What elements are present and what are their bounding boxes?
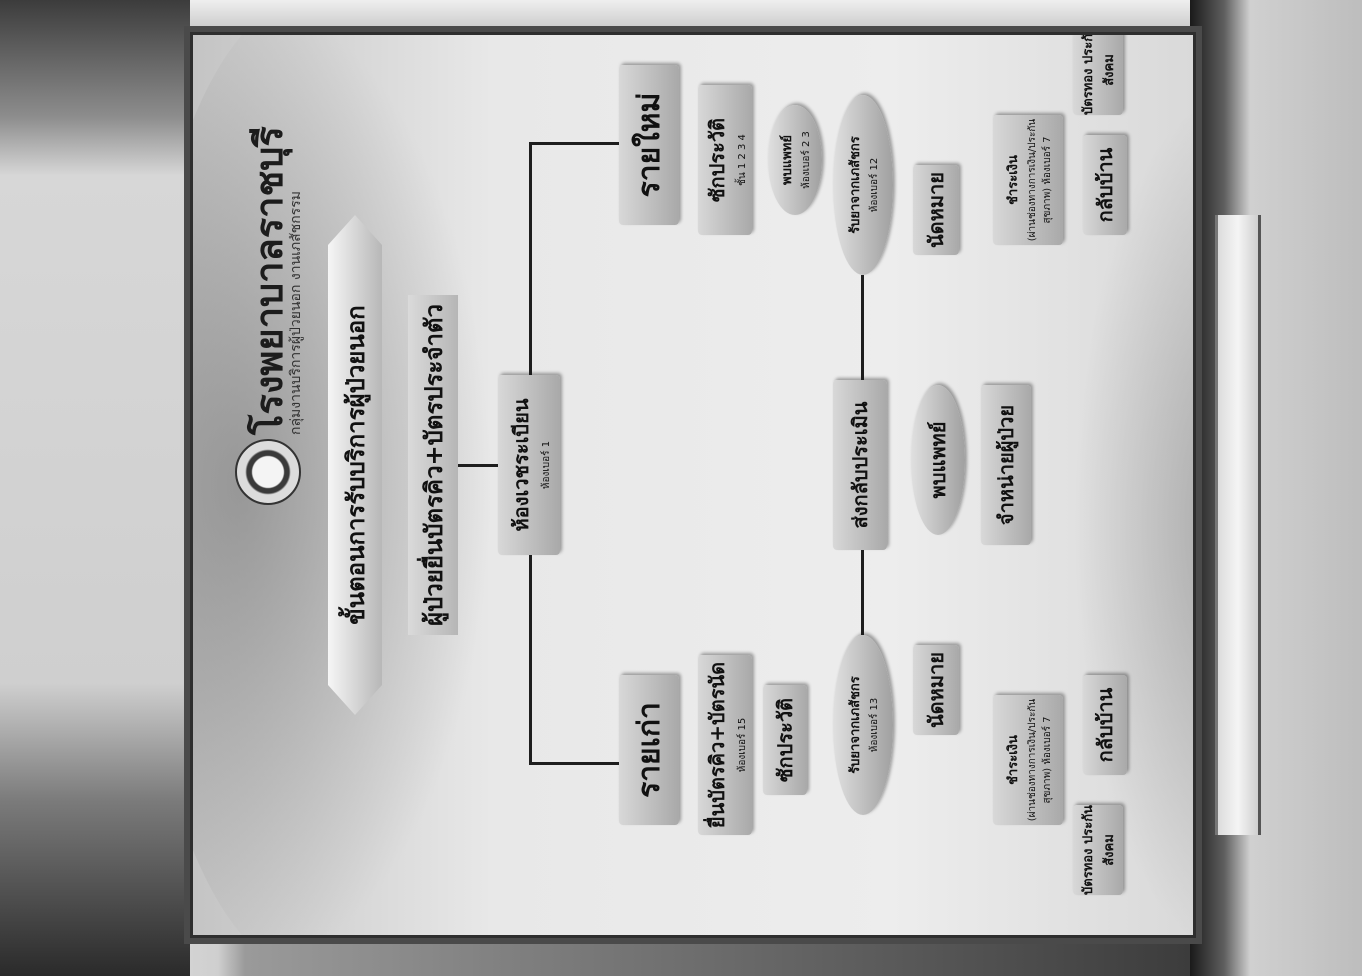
insurance-right-box: บัตรทอง ประกันสังคม: [1073, 805, 1123, 895]
connector-line: [529, 555, 532, 765]
registration-label: ห้องเวชระเบียน: [508, 398, 533, 532]
pharmacy-left-room: ห้องเบอร์ 12: [869, 157, 880, 213]
doctor-new-room: ห้องเบอร์ 2 3: [801, 131, 812, 189]
new-history-box: ซักประวัติ ชั้น 1 2 3 4: [698, 85, 752, 235]
doctor-new-ellipse: พบแพทย์ ห้องเบอร์ 2 3: [768, 105, 822, 215]
pharmacy-right-ellipse: รับยาจากเภสัชกร ห้องเบอร์ 13: [833, 635, 893, 815]
new-history-room: ชั้น 1 2 3 4: [736, 134, 748, 186]
pay-left-label: ชำระเงิน: [1005, 155, 1021, 205]
pay-right-label: ชำระเงิน: [1005, 735, 1021, 785]
home-left-box: กลับบ้าน: [1083, 135, 1127, 235]
photo-wall-left: [0, 0, 190, 976]
connector-line: [861, 275, 864, 380]
hospital-flowchart-poster: โรงพยาบาลราชบุรี กลุ่มงานบริการผู้ป่วยนอ…: [190, 32, 1196, 938]
old-history-box: ซักประวัติ: [763, 685, 807, 795]
poster-content: โรงพยาบาลราชบุรี กลุ่มงานบริการผู้ป่วยนอ…: [193, 35, 1193, 935]
registration-room: ห้องเบอร์ 1: [540, 440, 552, 490]
pharmacy-right-label: รับยาจากเภสัชกร: [848, 676, 863, 774]
hospital-logo-icon: [235, 439, 301, 505]
connector-line: [529, 762, 619, 765]
pay-right-room: (ผ่านช่องทางการเงิน/ประกันสุขภาพ) ห้องเบ…: [1026, 698, 1053, 822]
registration-box: ห้องเวชระเบียน ห้องเบอร์ 1: [498, 375, 560, 555]
pay-left-room: (ผ่านช่องทางการเงิน/ประกันสุขภาพ) ห้องเบ…: [1026, 118, 1053, 242]
door-frame: [1215, 215, 1261, 835]
appointment-right-box: นัดหมาย: [913, 645, 959, 735]
doctor-new-label: พบแพทย์: [780, 135, 795, 185]
old-submit-label: ยื่นบัตรคิว+บัตรนัด: [704, 661, 729, 829]
connector-line: [458, 464, 498, 467]
pay-right-box: ชำระเงิน (ผ่านช่องทางการเงิน/ประกันสุขภา…: [993, 695, 1063, 825]
pharmacy-right-room: ห้องเบอร์ 13: [869, 697, 880, 753]
process-banner: ขั้นตอนการรับบริการผู้ป่วยนอก: [328, 215, 382, 715]
connector-line: [529, 142, 619, 145]
pay-left-box: ชำระเงิน (ผ่านช่องทางการเงิน/ประกันสุขภา…: [993, 115, 1063, 245]
pharmacy-left-label: รับยาจากเภสัชกร: [848, 136, 863, 234]
insurance-left-box: บัตรทอง ประกันสังคม: [1073, 35, 1123, 115]
connector-line: [529, 145, 532, 375]
pharmacy-left-ellipse: รับยาจากเภสัชกร ห้องเบอร์ 12: [833, 95, 893, 275]
old-patient-box: รายเก่า: [619, 675, 679, 825]
old-submit-box: ยื่นบัตรคิว+บัตรนัด ห้องเบอร์ 15: [698, 655, 752, 835]
appointment-left-box: นัดหมาย: [913, 165, 959, 255]
home-right-box: กลับบ้าน: [1083, 675, 1127, 775]
new-patient-box: รายใหม่: [619, 65, 679, 225]
old-submit-room: ห้องเบอร์ 15: [736, 717, 748, 773]
send-assess-box: ส่งกลับประเมิน: [833, 380, 887, 550]
process-heading: ผู้ป่วยยื่นบัตรคิว+บัตรประจำตัว: [408, 295, 458, 635]
poster-subtitle: กลุ่มงานบริการผู้ป่วยนอก งานเภสัชกรรม: [288, 191, 304, 435]
doctor-center-ellipse: พบแพทย์: [911, 385, 965, 535]
admit-box: จำหน่ายผู้ป่วย: [981, 385, 1031, 545]
connector-line: [861, 550, 864, 635]
new-history-label: ซักประวัติ: [704, 117, 729, 203]
